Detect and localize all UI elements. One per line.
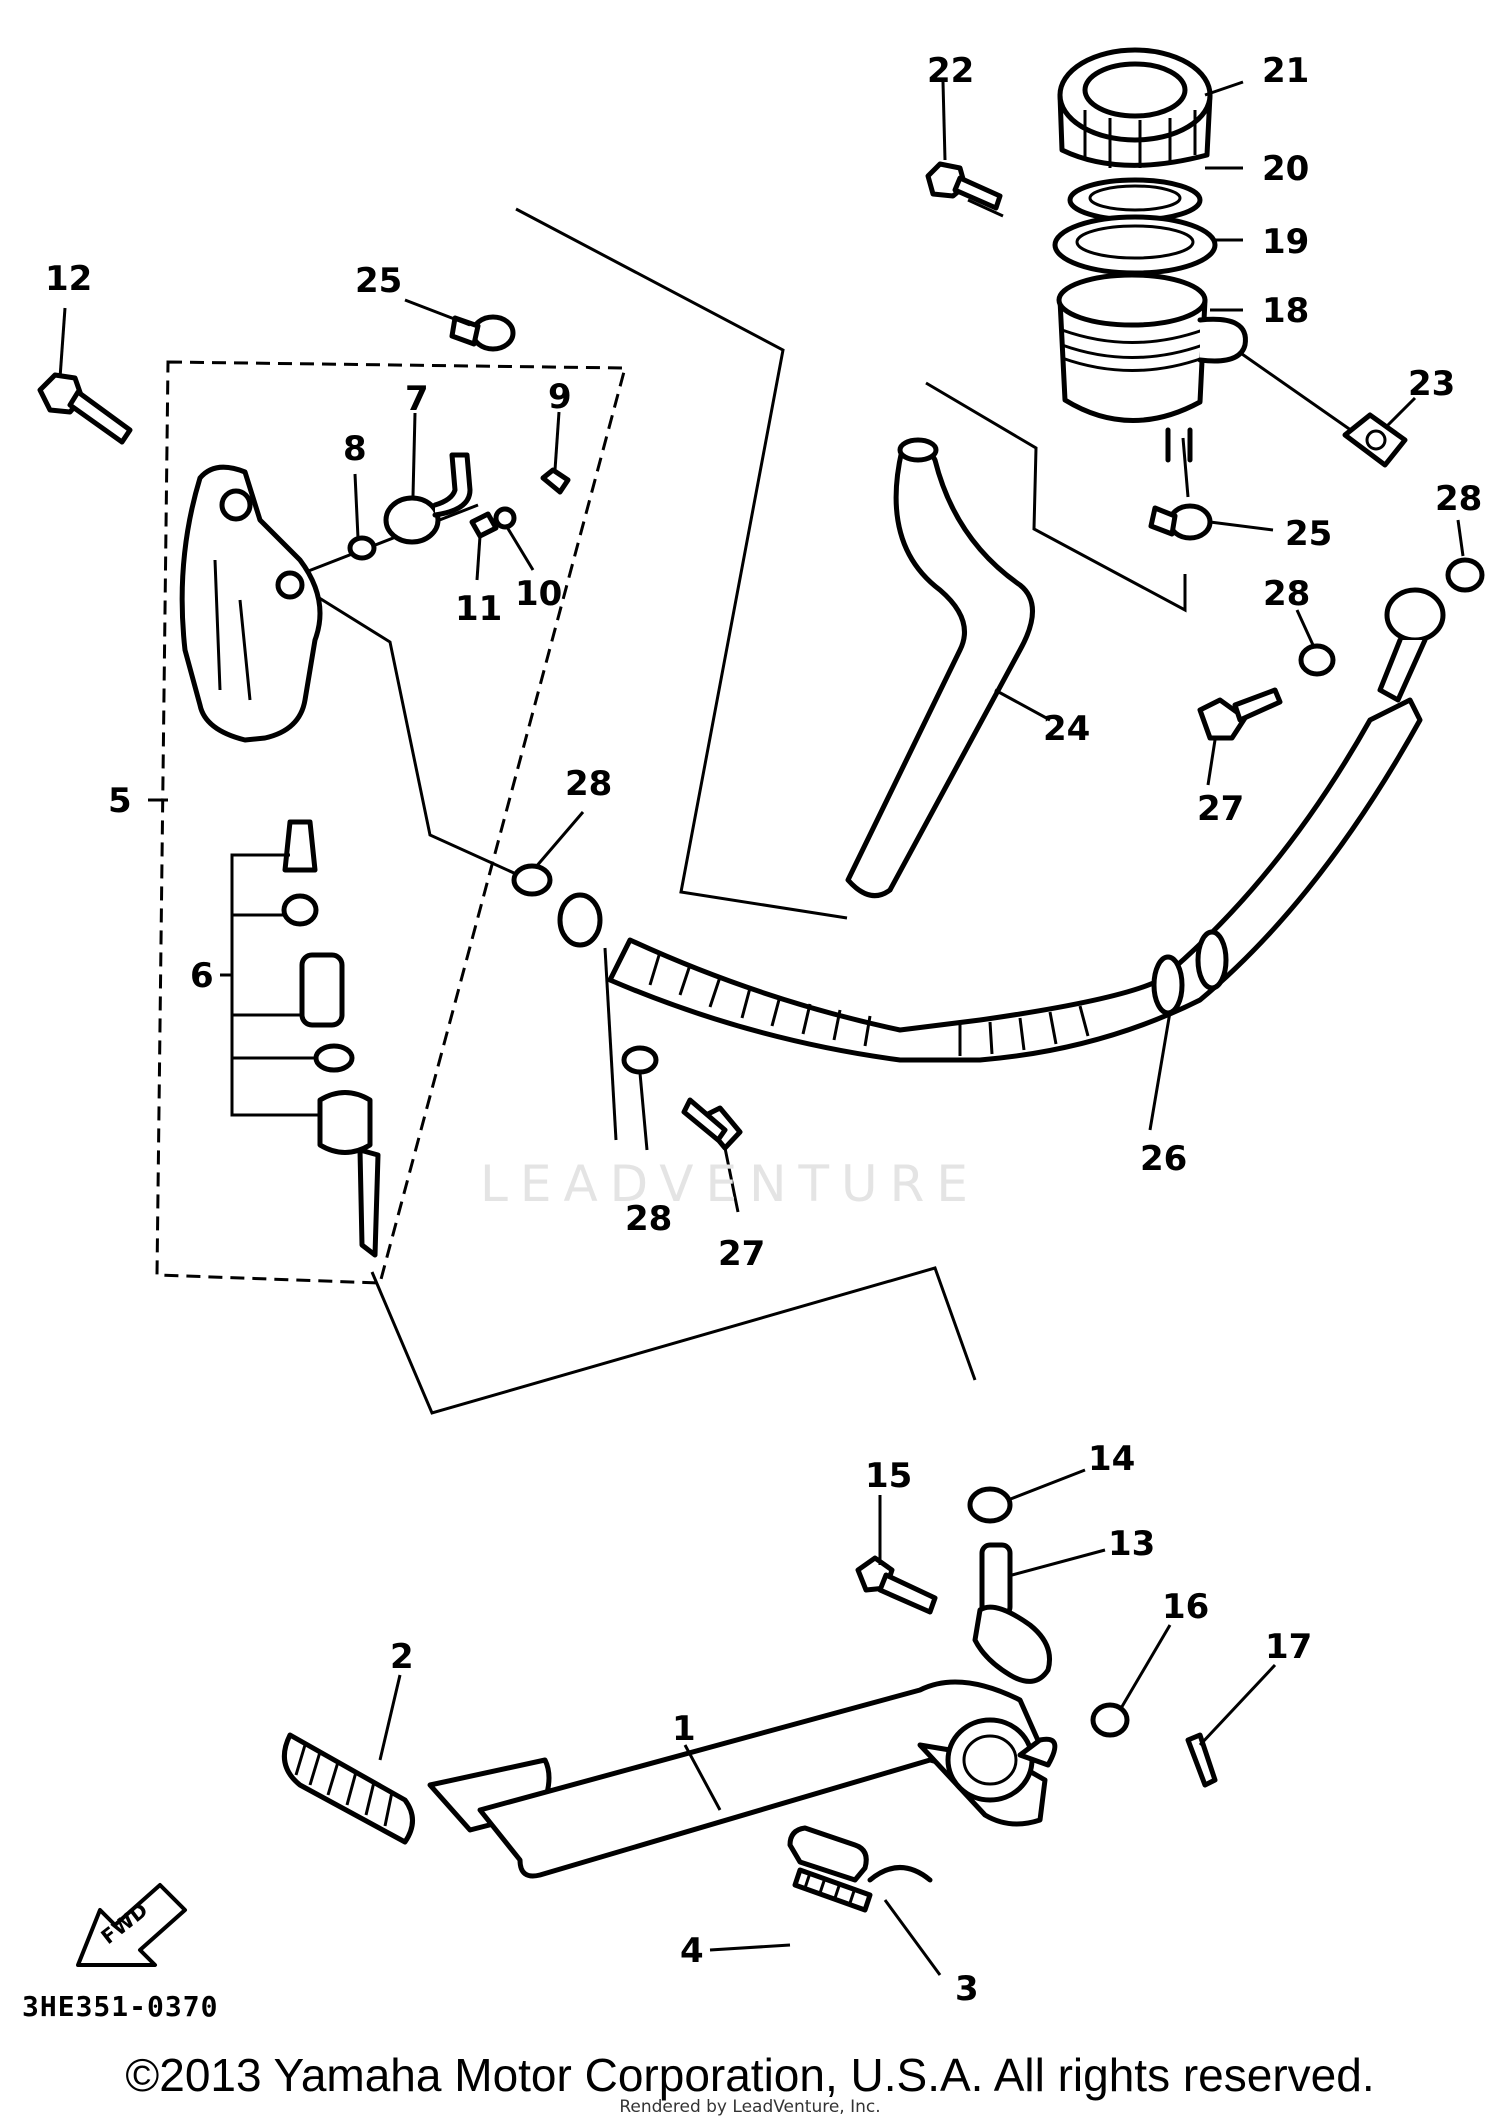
callout-leaders [58, 80, 1465, 1976]
guide-line-fitting [292, 503, 479, 579]
brake-hose [557, 587, 1446, 1063]
callout-25-lower: 25 [1285, 514, 1332, 554]
callout-15: 15 [865, 1456, 912, 1496]
callout-25-top: 25 [355, 261, 402, 301]
piston-kit [281, 819, 381, 1258]
callout-23: 23 [1408, 364, 1455, 404]
callout-6: 6 [190, 956, 214, 996]
callout-11: 11 [455, 589, 502, 629]
diagram-code: 3HE351-0370 [22, 1990, 219, 2023]
diaphragm [1052, 214, 1218, 276]
hose-fitting-7 [383, 452, 473, 545]
guide-line-bracket-23 [1231, 345, 1366, 442]
callout-19: 19 [1262, 222, 1309, 262]
callout-13: 13 [1108, 1524, 1155, 1564]
bolt-22 [925, 161, 1003, 211]
banjo-bolt-27-lower [681, 1097, 743, 1151]
hose-clamp-top [449, 314, 516, 352]
callout-9: 9 [548, 377, 572, 417]
washer-16 [1090, 1702, 1130, 1738]
callout-17: 17 [1265, 1627, 1312, 1667]
brake-pedal-1 [427, 1679, 1058, 1879]
reservoir-tank [1056, 272, 1248, 463]
callout-28-lower: 28 [625, 1199, 672, 1239]
guide-line-bolt-27 [603, 947, 618, 1141]
callout-16: 16 [1162, 1587, 1209, 1627]
callout-21: 21 [1262, 51, 1309, 91]
washer-28-mid [1298, 643, 1336, 677]
master-cylinder-body [179, 464, 323, 743]
washer-28-left [511, 863, 553, 897]
callout-22: 22 [927, 51, 974, 91]
copyright-notice: ©2013 Yamaha Motor Corporation, U.S.A. A… [125, 2049, 1375, 2101]
callout-2: 2 [390, 1637, 414, 1677]
piston-kit-bracket [230, 853, 320, 1117]
callout-28-mid: 28 [1263, 574, 1310, 614]
washer-10 [493, 506, 517, 530]
guide-line-clamp [1181, 437, 1190, 498]
callout-20: 20 [1262, 149, 1309, 189]
reservoir-hose-end [897, 437, 939, 463]
callout-14: 14 [1088, 1439, 1135, 1479]
guide-line-pushrod [370, 1266, 977, 1415]
callout-28-right: 28 [1435, 479, 1482, 519]
callout-24: 24 [1043, 709, 1090, 749]
guide-line-bolt-22 [967, 198, 1004, 218]
banjo-bolt-27-upper [1197, 687, 1283, 741]
mounting-bolt-12 [37, 372, 133, 445]
screw-9 [540, 467, 571, 495]
return-spring-2 [281, 1732, 415, 1845]
callout-1: 1 [672, 1709, 696, 1749]
spring-3 [792, 1865, 933, 1913]
callout-18: 18 [1262, 291, 1309, 331]
callout-28-left: 28 [565, 764, 612, 804]
callout-27-lower: 27 [718, 1234, 765, 1274]
callout-10: 10 [515, 574, 562, 614]
reservoir-cap [1057, 47, 1213, 168]
washer-28-lower [621, 1045, 659, 1075]
callout-27-upper: 27 [1197, 789, 1244, 829]
o-ring-8 [347, 535, 377, 561]
callout-3: 3 [955, 1969, 979, 2009]
callout-5: 5 [108, 781, 132, 821]
clevis-13 [972, 1542, 1052, 1684]
reservoir-hose [845, 447, 1035, 899]
callout-4: 4 [680, 1931, 704, 1971]
nut-11 [469, 511, 499, 539]
callout-labels: 21 20 19 18 22 23 25 25 28 28 27 24 26 1… [45, 51, 1482, 2009]
cotter-pin-17 [1185, 1732, 1218, 1788]
watermark: LEADVENTURE [480, 1155, 980, 1213]
callout-8: 8 [343, 429, 367, 469]
hose-guide-line-24 [515, 207, 848, 920]
callout-7: 7 [405, 379, 429, 419]
callout-12: 12 [45, 259, 92, 299]
forward-direction-arrow: FWD [76, 1883, 187, 1967]
guide-line-banjo [299, 584, 526, 880]
callout-26: 26 [1140, 1139, 1187, 1179]
washer-28-right [1445, 557, 1485, 593]
collar-4 [787, 1825, 869, 1883]
locknut-14 [967, 1486, 1013, 1524]
hose-clamp-lower [1148, 503, 1213, 541]
rendered-by-notice: Rendered by LeadVenture, Inc. [619, 2097, 881, 2117]
bracket-23 [1342, 412, 1408, 468]
hose-guide-line-upper [925, 381, 1187, 613]
bolt-15 [855, 1555, 938, 1615]
diaphragm-plate [1067, 177, 1203, 223]
